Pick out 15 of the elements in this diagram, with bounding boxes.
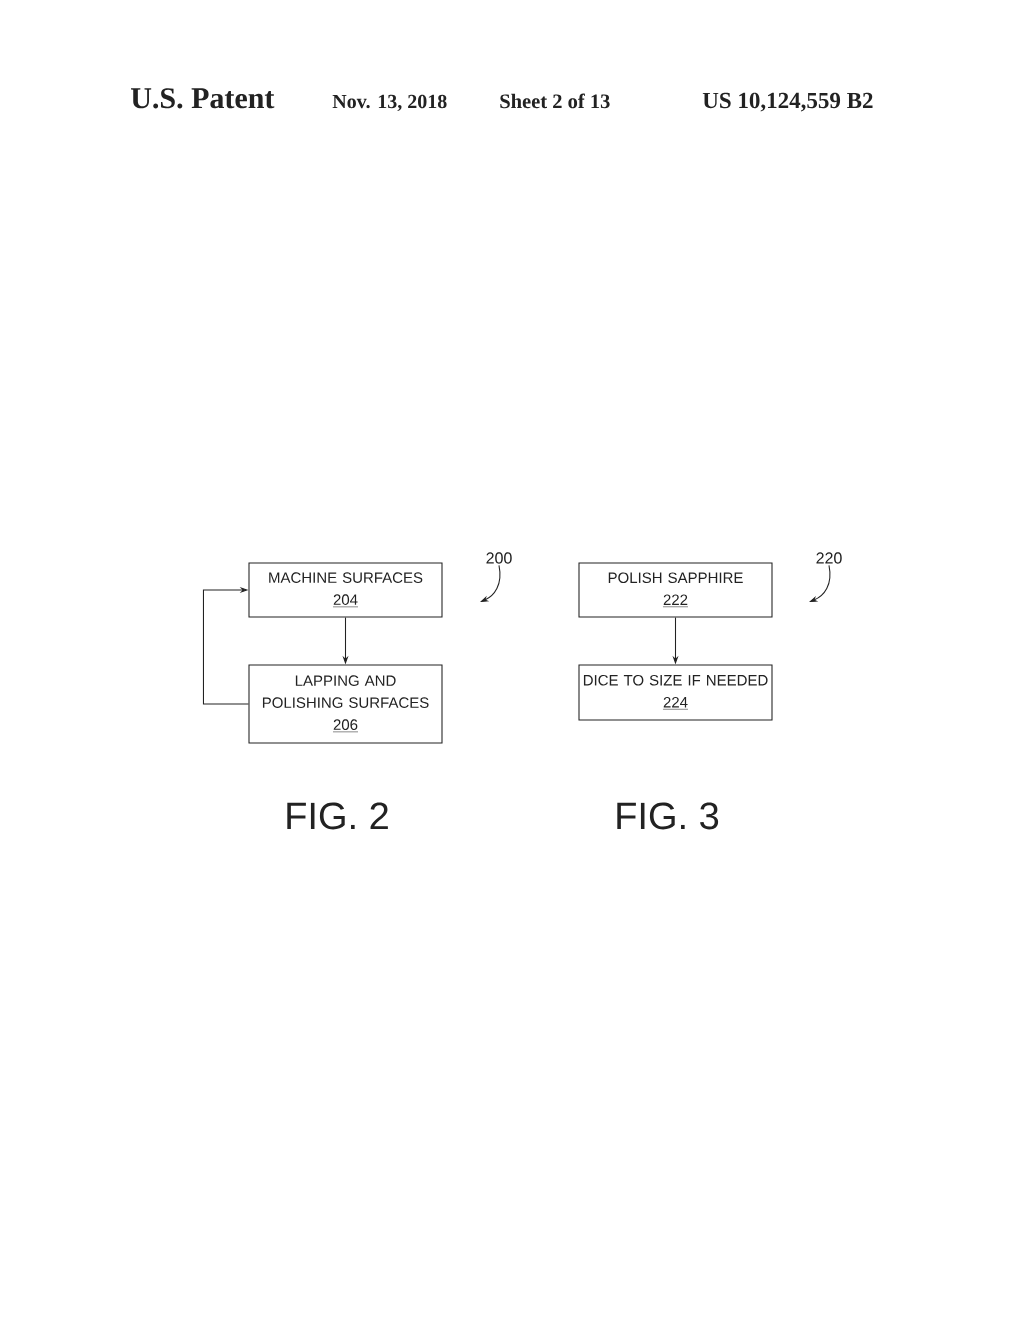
process-box: DICE TO SIZE IF NEEDED 224 bbox=[578, 664, 773, 721]
patent-number: US 10,124,559 B2 bbox=[702, 92, 873, 112]
figure-label: FIG. 2 bbox=[287, 802, 388, 830]
leader-arrow bbox=[480, 564, 501, 602]
sheet-number: Sheet 2 of 13 bbox=[500, 93, 610, 109]
process-box: POLISH SAPPHIRE 222 bbox=[578, 562, 773, 618]
reference-numeral: 200 bbox=[486, 552, 512, 564]
header-title: U.S. Patent bbox=[131, 88, 275, 109]
process-box: LAPPING AND POLISHING SURFACES 206 bbox=[248, 664, 443, 744]
process-box: MACHINE SURFACES 204 bbox=[248, 562, 443, 618]
loop-arrow bbox=[202, 586, 249, 705]
date-text: Nov. 13, 2018 bbox=[332, 94, 447, 112]
figure-label: FIG. 3 bbox=[617, 802, 719, 830]
leader-arrow bbox=[809, 564, 831, 602]
reference-numeral: 220 bbox=[816, 552, 842, 564]
